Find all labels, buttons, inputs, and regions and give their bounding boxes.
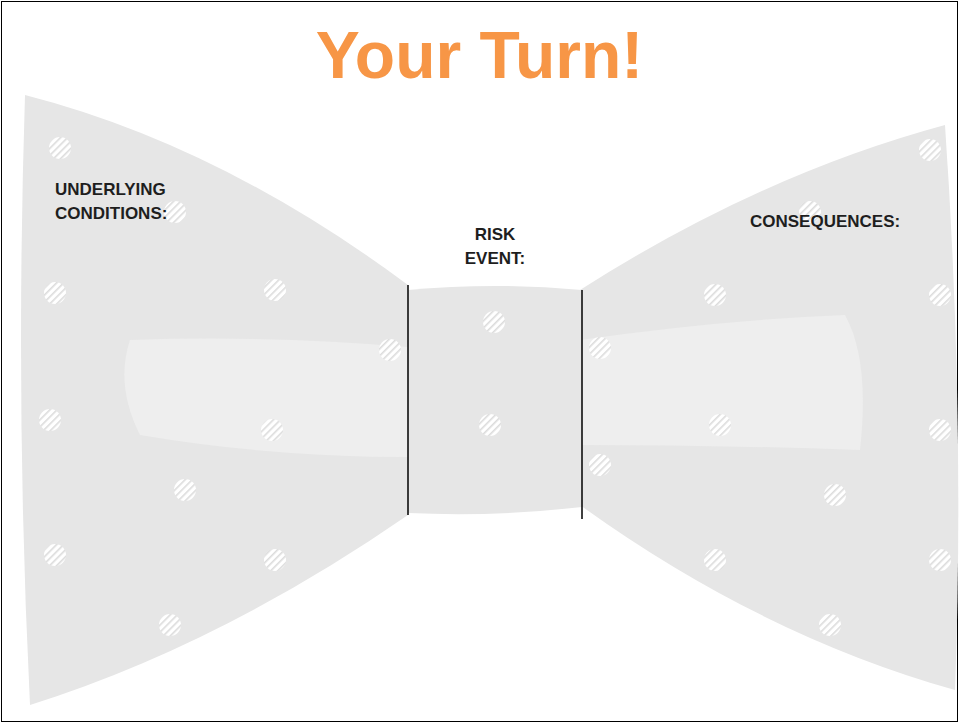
- bow-fold: [124, 339, 408, 457]
- polka-dot: [159, 614, 181, 636]
- polka-dot: [44, 282, 66, 304]
- polka-dot: [379, 339, 401, 361]
- bow-shape: [405, 285, 585, 515]
- divider-line: [581, 290, 583, 519]
- slide-title: Your Turn!: [0, 10, 959, 100]
- polka-dot: [483, 311, 505, 333]
- right-wing: CONSEQUENCES:: [580, 115, 959, 700]
- bow-shape: [20, 85, 410, 710]
- polka-dot: [589, 337, 611, 359]
- polka-dot: [174, 479, 196, 501]
- polka-dot: [264, 549, 286, 571]
- polka-dot: [929, 549, 951, 571]
- polka-dot: [261, 419, 283, 441]
- bow-fill: [408, 286, 582, 514]
- bow-knot: RISK EVENT:: [405, 285, 585, 515]
- left-wing: UNDERLYING CONDITIONS:: [20, 85, 410, 710]
- polka-dot: [589, 454, 611, 476]
- polka-dot: [819, 614, 841, 636]
- bow-shape: [580, 115, 959, 700]
- divider-line: [407, 285, 409, 515]
- polka-dot: [919, 139, 941, 161]
- bow-fold: [580, 315, 863, 450]
- polka-dot: [264, 279, 286, 301]
- polka-dot: [704, 284, 726, 306]
- polka-dot: [929, 419, 951, 441]
- polka-dot: [39, 409, 61, 431]
- section-heading: UNDERLYING CONDITIONS:: [55, 178, 215, 226]
- bow-fill: [580, 125, 958, 690]
- section-heading: RISK EVENT:: [445, 223, 545, 271]
- polka-dot: [479, 414, 501, 436]
- bow-fill: [21, 95, 408, 705]
- polka-dot: [824, 484, 846, 506]
- polka-dot: [709, 414, 731, 436]
- polka-dot: [929, 284, 951, 306]
- polka-dot: [44, 544, 66, 566]
- polka-dot: [49, 137, 71, 159]
- section-heading: CONSEQUENCES:: [750, 210, 950, 234]
- polka-dot: [704, 549, 726, 571]
